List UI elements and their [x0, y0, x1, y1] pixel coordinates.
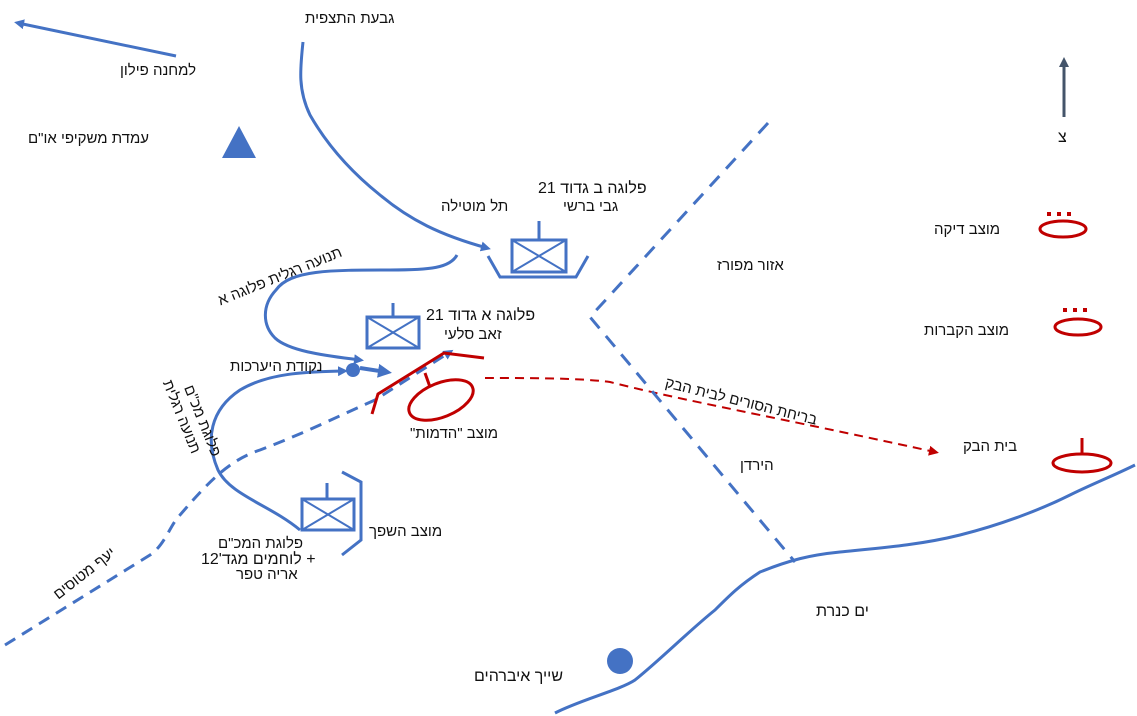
staging-point-dot-icon: [346, 363, 360, 377]
syrian-escape-route: [484, 377, 939, 456]
label-givat-hatatzpit: גבעת התצפית: [305, 10, 395, 27]
mortar-company-foot-route: [209, 366, 348, 532]
label-company-b-line2: גבי ברשי: [563, 198, 619, 215]
diqa-post-icon: [1038, 212, 1088, 239]
label-company-a-line1: פלוגה א גדוד 21: [426, 307, 536, 324]
label-to-camp-filon: למחנה פילון: [120, 62, 197, 79]
label-cemetery-post: מוצב הקברות: [924, 322, 1010, 339]
label-sea-of-galilee: ים כנרת: [816, 603, 869, 620]
label-demilitarized-zone: אזור מפורז: [717, 257, 784, 274]
mortar-company-unit: [300, 470, 363, 557]
label-company-a-line2: זאב סלעי: [444, 326, 502, 343]
un-observers-triangle-icon: [222, 126, 256, 158]
label-mortar-company-line1: פלוגת המכ"ם: [218, 535, 304, 552]
beit-habek-post-icon: [1051, 438, 1113, 474]
sea-of-galilee-shoreline: [554, 463, 1136, 715]
label-company-b-line1: פלוגה ב גדוד 21: [538, 180, 647, 197]
camp-filon-arrow: [14, 19, 177, 58]
company-b-position: [486, 221, 590, 279]
aircraft-sortie-route: [4, 349, 454, 647]
label-shafach-post: מוצב השפך: [369, 523, 443, 540]
company-a-unit: [365, 303, 421, 350]
label-beit-habek: בית הבק: [963, 438, 1018, 455]
label-mortar-company-line3: אריה טפר: [236, 566, 298, 583]
route-givat-to-tel-mutila: [299, 41, 491, 252]
label-hadmut-post: מוצב "הדמות": [410, 425, 499, 442]
label-staging-point: נקודת היערכות: [230, 358, 323, 375]
label-sheikh-ibrahim: שייך איברהים: [474, 668, 564, 685]
label-un-observers: עמדת משקיפי או"ם: [28, 130, 150, 147]
label-north: צ: [1058, 129, 1067, 146]
cemetery-post-icon: [1053, 308, 1103, 337]
staging-assault-arrow: [359, 363, 392, 378]
label-diqa-post: מוצב דיקה: [934, 221, 1001, 238]
sheikh-ibrahim-dot-icon: [607, 648, 633, 674]
label-mortar-company-line2: + לוחמים מגד'12: [201, 551, 316, 568]
hadmut-post-enemy: [370, 351, 485, 422]
company-a-foot-route: [263, 254, 459, 365]
label-tel-mutila: תל מוטילה: [441, 198, 509, 215]
label-jordan: הירדן: [740, 457, 774, 474]
